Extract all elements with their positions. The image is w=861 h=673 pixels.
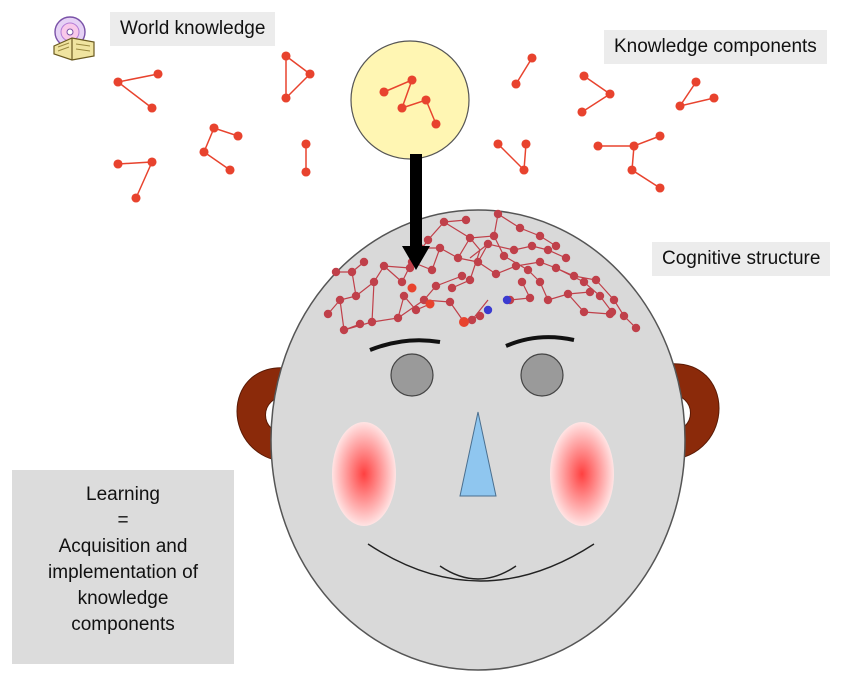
right-cheek: [550, 422, 614, 526]
knowledge-component: [114, 70, 162, 112]
book-cd-icon: [50, 14, 98, 62]
learning-line: components: [12, 612, 234, 638]
right-eye: [521, 354, 563, 396]
learning-line: knowledge: [12, 586, 234, 612]
knowledge-component: [114, 158, 156, 202]
knowledge-component: [200, 124, 242, 174]
knowledge-component: [594, 132, 664, 192]
blue-node: [503, 296, 511, 304]
learning-definition-box: Learning = Acquisition and implementatio…: [12, 470, 234, 664]
knowledge-component: [302, 140, 310, 176]
down-arrow: [402, 154, 430, 270]
learning-line: Acquisition and: [12, 534, 234, 560]
cognitive-structure-label: Cognitive structure: [652, 242, 830, 276]
knowledge-component: [578, 72, 614, 116]
lightbulb-thought-bubble: [351, 41, 469, 159]
learning-line: implementation of: [12, 560, 234, 586]
knowledge-component: [494, 140, 530, 174]
world-knowledge-label: World knowledge: [110, 12, 275, 46]
left-cheek: [332, 422, 396, 526]
knowledge-component: [282, 52, 314, 102]
knowledge-component: [512, 54, 536, 88]
learning-line: Learning: [12, 482, 234, 508]
knowledge-components-label: Knowledge components: [604, 30, 827, 64]
learning-line: =: [12, 508, 234, 534]
blue-node: [484, 306, 492, 314]
left-eye: [391, 354, 433, 396]
knowledge-component: [676, 78, 718, 110]
